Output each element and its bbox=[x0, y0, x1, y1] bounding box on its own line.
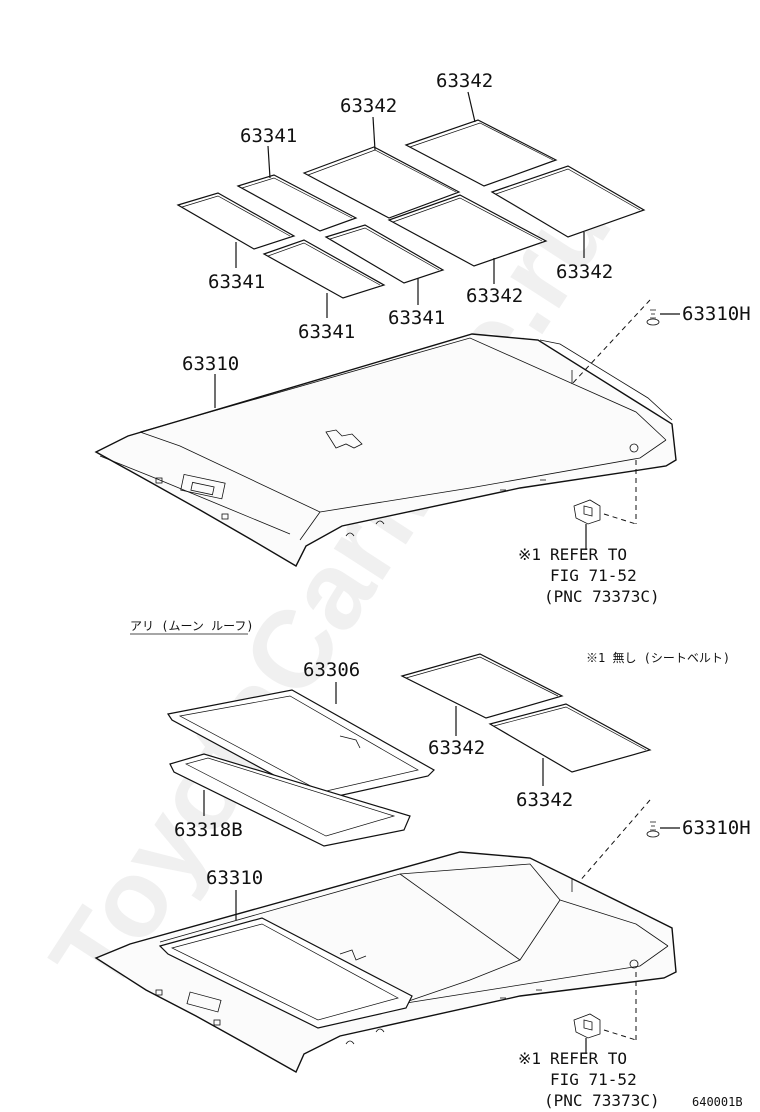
pad-left bbox=[176, 192, 296, 250]
bottom-section: アリ (ムーン ルーフ) ※1 無し (シートベルト) 63306 63318B bbox=[94, 619, 751, 1110]
clip-63310h-bottom bbox=[646, 821, 660, 838]
part-label-pad-lower-left: 63341 bbox=[298, 321, 355, 343]
part-label-clip-bottom: 63310H bbox=[682, 817, 751, 839]
top-section: 63342 63342 63341 63341 63342 63341 6334… bbox=[94, 70, 751, 606]
pad-bottom-upper bbox=[400, 653, 564, 719]
part-label-weatherstrip: 63318B bbox=[174, 819, 243, 841]
note-mark: ※1 bbox=[518, 545, 541, 564]
note-mark-bottom: ※1 bbox=[518, 1049, 541, 1068]
pad-right bbox=[490, 165, 646, 238]
part-label-headlining: 63310 bbox=[182, 353, 239, 375]
part-label-pad-top-right: 63342 bbox=[436, 70, 493, 92]
part-label-pad-bottom-upper: 63342 bbox=[428, 737, 485, 759]
part-label-pad-bottom-lower: 63342 bbox=[516, 789, 573, 811]
part-label-pad-middle-right: 63342 bbox=[466, 285, 523, 307]
note-line-2-bottom: FIG 71-52 bbox=[550, 1070, 637, 1089]
weatherstrip bbox=[169, 753, 411, 847]
clip-63310h bbox=[646, 309, 660, 326]
sunroof-trim bbox=[167, 689, 435, 801]
pad-bottom-lower bbox=[488, 703, 652, 773]
pad-upper-left bbox=[236, 174, 358, 232]
part-label-pad-top-center: 63342 bbox=[340, 95, 397, 117]
part-label-sunroof-trim: 63306 bbox=[303, 659, 360, 681]
pad-middle bbox=[324, 224, 445, 284]
part-label-headlining-moonroof: 63310 bbox=[206, 867, 263, 889]
part-label-clip: 63310H bbox=[682, 303, 751, 325]
part-label-pad-left: 63341 bbox=[208, 271, 265, 293]
anchor-cover-bottom-icon bbox=[573, 1013, 601, 1039]
note-line-1-bottom: REFER TO bbox=[550, 1049, 627, 1068]
roof-headlining-moonroof bbox=[94, 851, 677, 1073]
variant-caption: アリ (ムーン ルーフ) bbox=[130, 619, 254, 633]
figure-code: 640001B bbox=[692, 1095, 743, 1109]
part-label-pad-middle: 63341 bbox=[388, 307, 445, 329]
note-legend: ※1 無し (シートベルト) bbox=[586, 650, 730, 665]
pad-top-right bbox=[404, 119, 558, 187]
roof-headlining bbox=[94, 333, 677, 567]
note-line-2: FIG 71-52 bbox=[550, 566, 637, 585]
note-line-3-bottom: (PNC 73373C) bbox=[544, 1091, 660, 1110]
note-line-3: (PNC 73373C) bbox=[544, 587, 660, 606]
note-line-1: REFER TO bbox=[550, 545, 627, 564]
part-label-pad-upper-left: 63341 bbox=[240, 125, 297, 147]
pad-lower-left bbox=[262, 239, 386, 299]
anchor-cover-icon bbox=[573, 499, 601, 525]
part-label-pad-right: 63342 bbox=[556, 261, 613, 283]
pad-middle-right bbox=[387, 194, 548, 267]
